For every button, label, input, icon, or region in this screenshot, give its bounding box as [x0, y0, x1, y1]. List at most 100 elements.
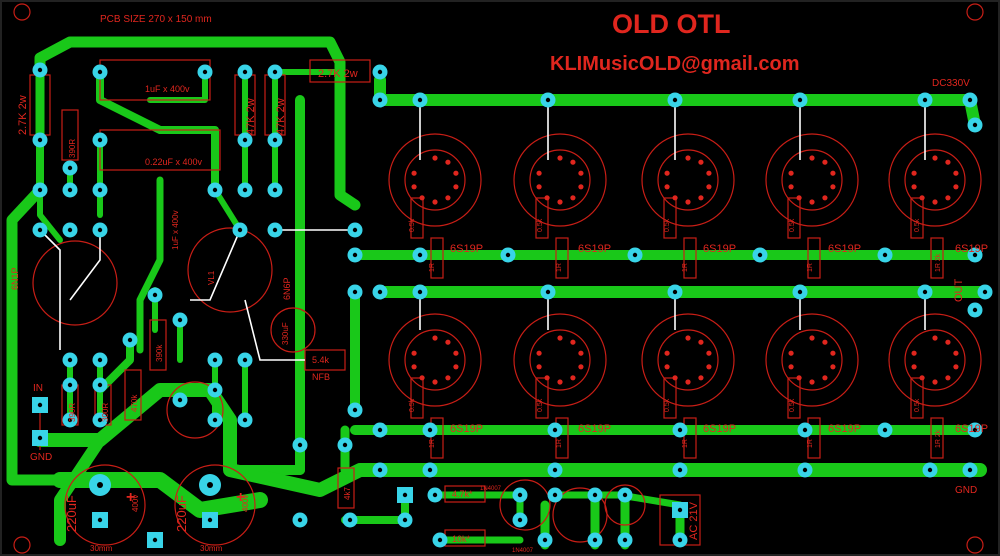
cathode-resistor-outline-r1-2 [535, 197, 549, 239]
cathode-resistor-outline-r1-4 [787, 197, 801, 239]
tube-pin [945, 375, 951, 381]
drill-hole [352, 227, 358, 233]
tube-label-r2-5: 6S19P [955, 423, 988, 435]
drill-hole [342, 442, 348, 448]
drill-hole [212, 417, 218, 423]
tube-pin [788, 364, 794, 370]
drill-hole [97, 357, 103, 363]
tube-label-r1-5: 6S19P [955, 243, 988, 255]
drill-hole [622, 537, 628, 543]
grid-resistor-outline-r2-1 [430, 417, 444, 459]
drill-hole [67, 227, 73, 233]
drill-hole [542, 537, 548, 543]
drill-hole [97, 382, 103, 388]
tube-6n6p-label: 6N6P [282, 277, 292, 300]
drill-hole [242, 417, 248, 423]
drill-hole [417, 289, 423, 295]
tube-pin-circle-r1-1 [404, 149, 466, 211]
cathode-resistor-labels: 0.5k 0.5k 0.5k 0.5k 0.5k 0.5k 0.5k 0.5k … [409, 218, 942, 448]
drill-hole [377, 69, 383, 75]
tube-pin [919, 195, 925, 201]
drill-hole [152, 292, 158, 298]
grid-resistor-r2-1: 1R [429, 439, 436, 448]
tube-pin-circle-r2-5 [904, 329, 966, 391]
tube-pin [445, 339, 451, 345]
drill-hole [972, 307, 978, 313]
grid-resistor-outline-r2-4 [807, 417, 821, 459]
tube-pin [953, 350, 959, 356]
cathode-resistor-outline-r2-3 [663, 377, 677, 419]
drill-hole [37, 435, 43, 441]
drill-hole [242, 137, 248, 143]
tube-pin [432, 335, 438, 341]
tube-socket-r2-5 [888, 313, 982, 407]
drill-hole [97, 517, 103, 523]
tube-pin [706, 364, 712, 370]
tube-pin [809, 199, 815, 205]
tube-pin [536, 350, 542, 356]
tube-6n1p-label: 6N1P [10, 267, 20, 290]
resistor-nfb-value: 5.4k [312, 355, 330, 365]
cap-220uf-b-size: 30mm [200, 544, 223, 553]
grid-resistor-r1-4: 1R [807, 263, 814, 272]
tube-label-r2-4: 6S19P [828, 423, 861, 435]
drill-hole [37, 137, 43, 143]
drill-hole [97, 137, 103, 143]
input-ground-label: GND [30, 452, 52, 463]
tube-pin [788, 184, 794, 190]
tube-label-r1-4: 6S19P [828, 243, 861, 255]
drill-hole [967, 467, 973, 473]
drill-hole [352, 407, 358, 413]
resistor-10k: 10k* [452, 534, 471, 544]
tube-pin [453, 184, 459, 190]
tube-pin [557, 379, 563, 385]
tube-pin [822, 195, 828, 201]
drill-hole [347, 517, 353, 523]
tube-pin [911, 350, 917, 356]
drill-hole [272, 187, 278, 193]
tube-pin [411, 184, 417, 190]
drill-hole [377, 427, 383, 433]
tube-pin [411, 364, 417, 370]
drill-hole [352, 252, 358, 258]
drill-hole [757, 252, 763, 258]
drill-hole [97, 227, 103, 233]
tube-pin [570, 159, 576, 165]
drill-hole [377, 289, 383, 295]
drill-hole [797, 289, 803, 295]
tube-pin [698, 195, 704, 201]
drill-hole [592, 537, 598, 543]
tube-pin [698, 339, 704, 345]
tube-pin [570, 195, 576, 201]
tube-pin [578, 364, 584, 370]
tube-pin [419, 375, 425, 381]
contact-email: KLIMusicOLD@gmail.com [550, 53, 800, 75]
grid-resistor-r1-1: 1R [429, 263, 436, 272]
tube-pin [911, 170, 917, 176]
cathode-resistor-outline-r2-1 [410, 377, 424, 419]
drill-hole [922, 97, 928, 103]
tube-pin [453, 364, 459, 370]
tube-label-r1-3: 6S19P [703, 243, 736, 255]
cathode-resistor-r1-1: 0.5k [409, 218, 416, 232]
tube-pin [685, 199, 691, 205]
tube-socket-r1-3 [641, 133, 735, 227]
tube-pin [419, 195, 425, 201]
drill-hole [402, 492, 408, 498]
tube-pin [453, 350, 459, 356]
tube-pin [945, 159, 951, 165]
cathode-resistor-outline-r2-4 [787, 377, 801, 419]
cap-220uf-a-voltage: 400v [131, 495, 140, 512]
drill-hole [967, 97, 973, 103]
resistor-4k7: 4.7k* [452, 489, 473, 499]
drill-hole [212, 357, 218, 363]
tube-pin-circle-r2-2 [529, 329, 591, 391]
drill-hole [212, 187, 218, 193]
tube-pin [432, 155, 438, 161]
cathode-resistor-r2-1: 0.5k [409, 398, 416, 412]
drill-hole [797, 97, 803, 103]
drill-hole [677, 467, 683, 473]
drill-hole [517, 492, 523, 498]
cap-220uf-a-polarity: + [126, 489, 135, 506]
drill-hole [922, 289, 928, 295]
